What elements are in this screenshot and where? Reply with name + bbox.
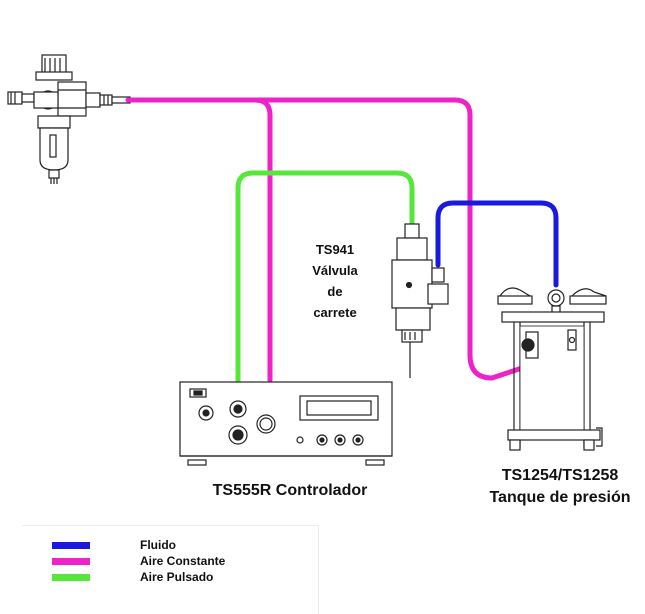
filter-regulator-unit (7, 54, 131, 184)
tank-name-label: Tanque de presión (489, 489, 631, 506)
valve-label-line-2: Válvula (312, 263, 358, 278)
legend-label-constant-air: Aire Constante (140, 554, 226, 568)
legend-swatch-fluid (52, 542, 90, 549)
legend-swatch-pulsed-air (52, 574, 90, 581)
legend: Fluido Aire Constante Aire Pulsado (22, 525, 319, 614)
valve-label-line-1: TS941 (315, 242, 355, 257)
constant-air-line-to-tank (125, 97, 531, 381)
legend-label-pulsed-air: Aire Pulsado (140, 570, 214, 584)
tank-model-label: TS1254/TS1258 (501, 467, 619, 484)
valve-label-line-3: de (327, 284, 343, 299)
legend-label-fluid: Fluido (140, 538, 176, 552)
controller-unit (179, 381, 393, 466)
valve-label-line-4: carrete (313, 305, 357, 320)
pressure-tank (497, 287, 607, 451)
constant-air-lines (125, 97, 531, 383)
pulsed-air-line (235, 170, 415, 403)
legend-swatch-constant-air (52, 558, 90, 565)
tank-label: TS1254/TS1258 Tanque de presión (465, 465, 645, 509)
fluid-line (435, 200, 559, 288)
spool-valve (391, 223, 449, 378)
constant-air-line-to-controller (252, 97, 273, 383)
controller-label: TS555R Controlador (212, 482, 368, 499)
valve-label: TS941 Válvula de carrete (300, 239, 370, 323)
